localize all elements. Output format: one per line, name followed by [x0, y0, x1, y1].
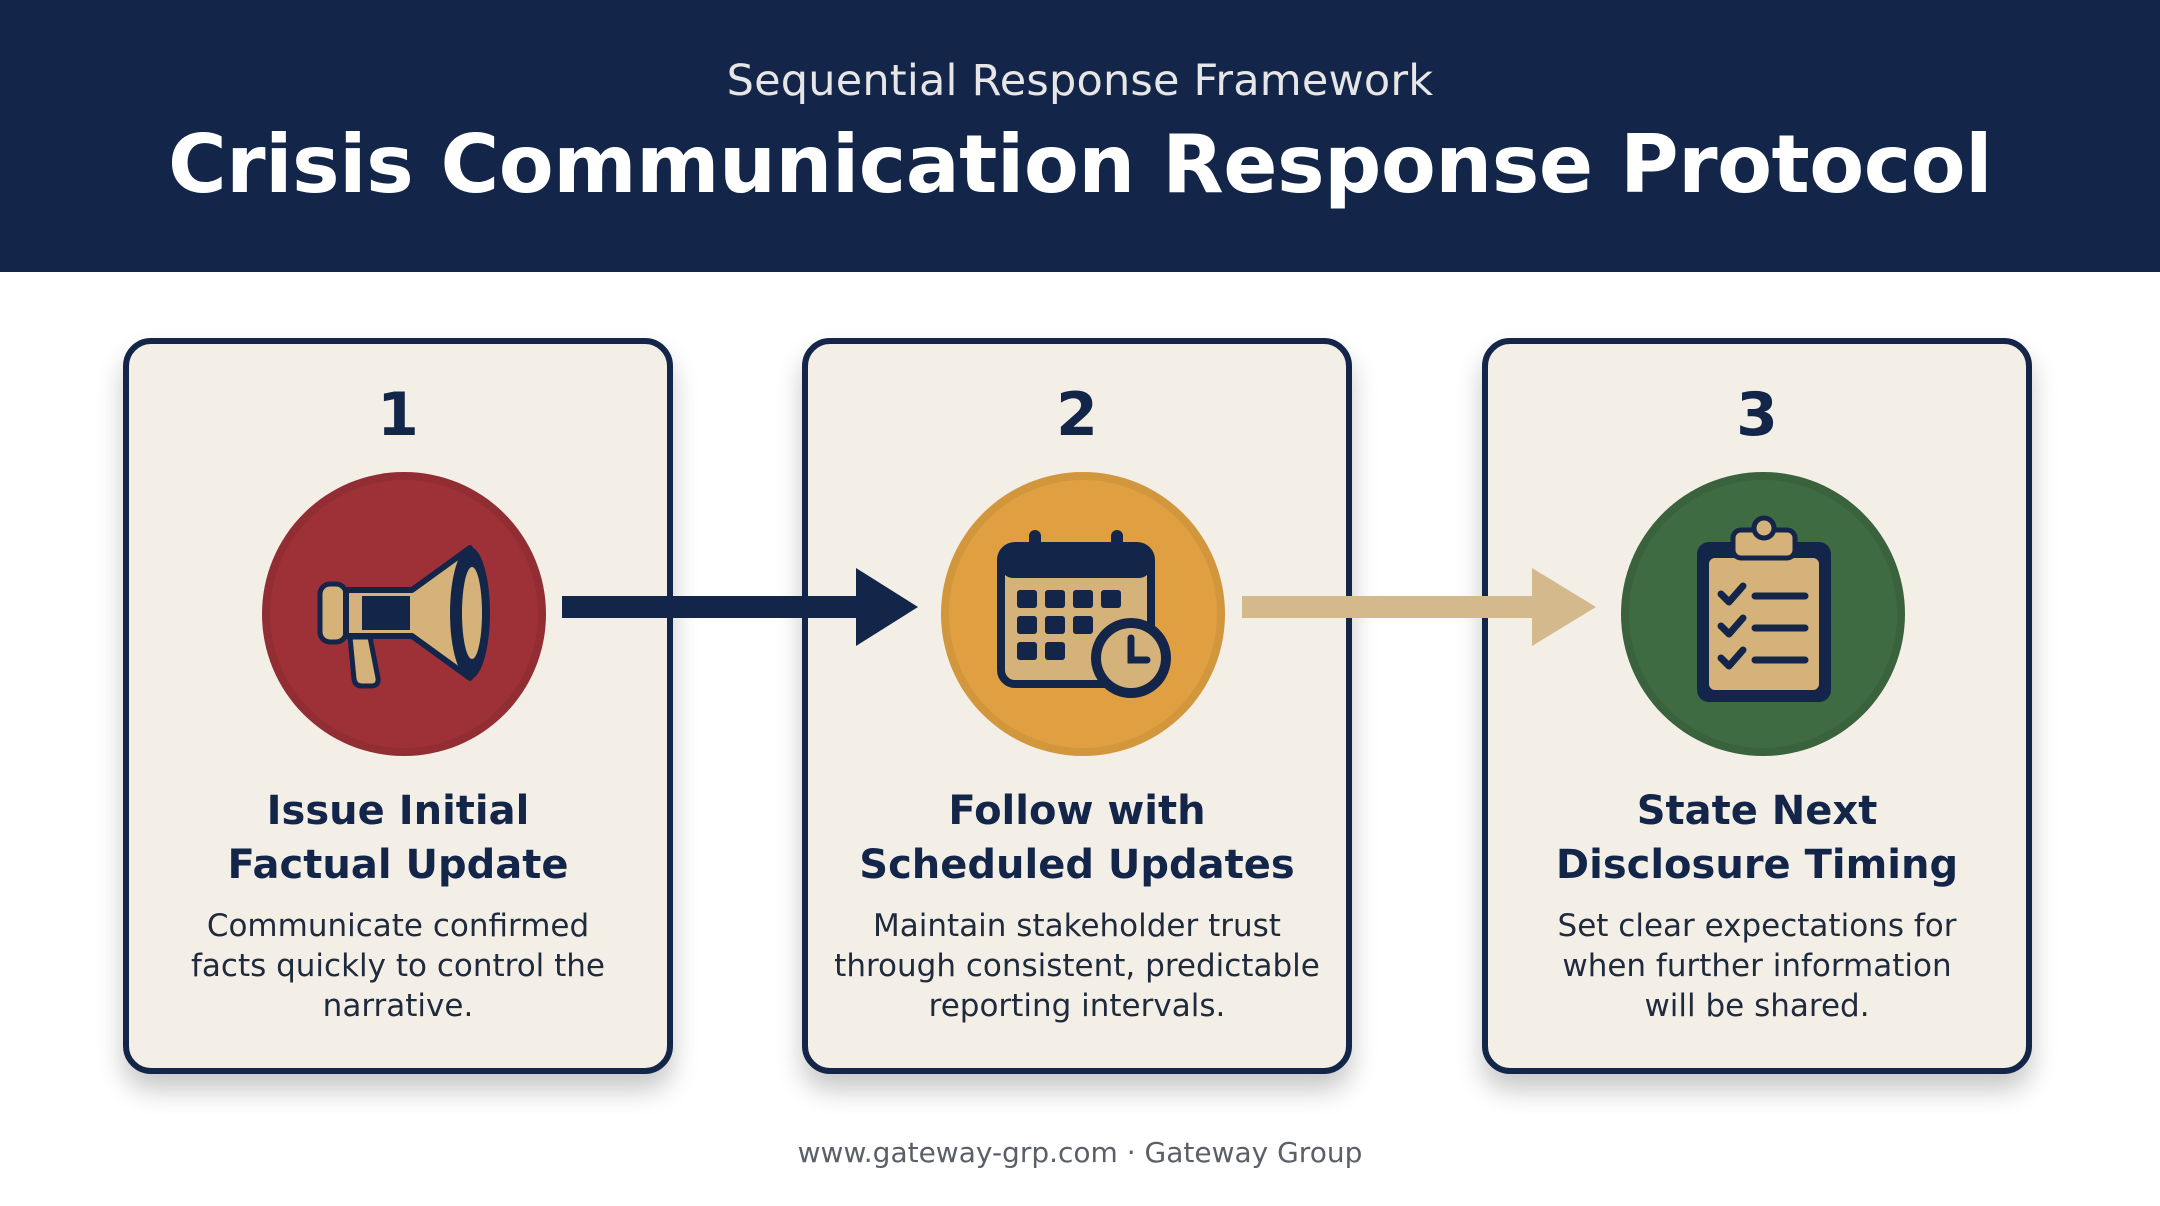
step-title: State Next Disclosure Timing	[1488, 784, 2026, 892]
step-title-line: State Next	[1636, 788, 1878, 834]
arrow-right-icon	[1242, 568, 1596, 646]
step-number: 2	[1056, 380, 1098, 450]
step-title: Follow with Scheduled Updates	[808, 784, 1346, 892]
step-title-line: Issue Initial	[266, 788, 530, 834]
clipboard-checklist-icon	[1621, 472, 1905, 756]
step-title-line: Follow with	[948, 788, 1206, 834]
footer-text: www.gateway-grp.com · Gateway Group	[797, 1136, 1363, 1169]
step-card-2: 2	[802, 338, 1352, 1074]
step-description: Communicate confirmed facts quickly to c…	[149, 906, 647, 1026]
step-description: Maintain stakeholder trust through consi…	[828, 906, 1326, 1026]
step-title-line: Factual Update	[227, 842, 569, 888]
step-description: Set clear expectations for when further …	[1508, 906, 2006, 1026]
megaphone-icon	[262, 472, 546, 756]
step-desc-line: through consistent, predictable	[834, 948, 1320, 984]
step-desc-line: reporting intervals.	[928, 988, 1226, 1024]
step-desc-line: Maintain stakeholder trust	[873, 908, 1281, 944]
step-card-1: 1 Issue Initial Factual Update Communica…	[123, 338, 673, 1074]
step-desc-line: Communicate confirmed	[206, 908, 590, 944]
header-banner	[0, 0, 2160, 272]
step-desc-line: will be shared.	[1644, 988, 1870, 1024]
arrow-right-icon	[562, 568, 918, 646]
page-title: Crisis Communication Response Protocol	[167, 118, 1993, 211]
step-title-line: Disclosure Timing	[1555, 842, 1959, 888]
page-subtitle: Sequential Response Framework	[726, 56, 1434, 106]
step-desc-line: facts quickly to control the	[190, 948, 606, 984]
step-title: Issue Initial Factual Update	[129, 784, 667, 892]
step-desc-line: narrative.	[322, 988, 474, 1024]
calendar-clock-icon	[941, 472, 1225, 756]
step-desc-line: when further information	[1562, 948, 1952, 984]
step-number: 1	[377, 380, 419, 450]
step-desc-line: Set clear expectations for	[1557, 908, 1957, 944]
step-card-3: 3 State Next Disclosure Timing Set clear…	[1482, 338, 2032, 1074]
step-number: 3	[1736, 380, 1778, 450]
step-title-line: Scheduled Updates	[859, 842, 1295, 888]
